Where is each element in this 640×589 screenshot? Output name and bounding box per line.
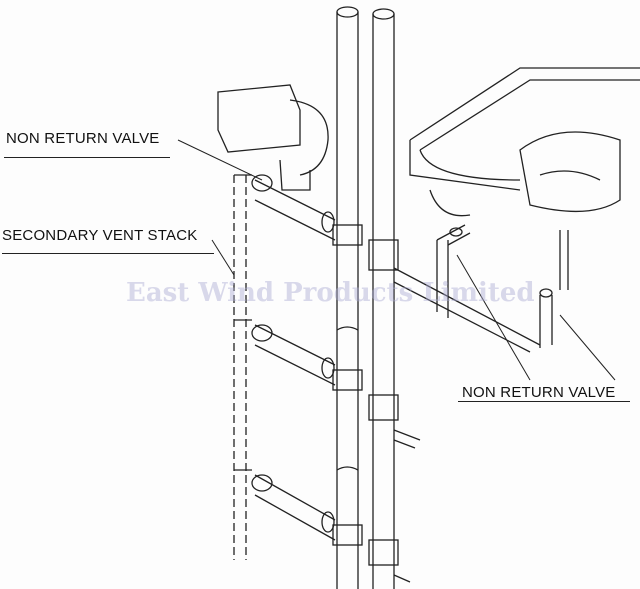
wc-branch-pipes bbox=[251, 174, 336, 541]
label-non-return-valve-top: NON RETURN VALVE bbox=[6, 130, 160, 147]
underline bbox=[458, 401, 630, 402]
watermark: East Wind Products Limited bbox=[126, 278, 535, 308]
underline bbox=[4, 157, 170, 158]
bath-and-basin bbox=[409, 67, 640, 290]
label-non-return-valve-bottom: NON RETURN VALVE bbox=[462, 384, 616, 401]
underline bbox=[2, 253, 214, 254]
leader-lines bbox=[177, 139, 616, 381]
wc-pan bbox=[217, 84, 329, 191]
fixture-branch-pipes bbox=[393, 224, 553, 583]
vent-connections bbox=[234, 174, 252, 471]
stack-fittings bbox=[332, 224, 399, 566]
main-stack-left bbox=[336, 6, 359, 589]
secondary-vent-stack bbox=[233, 175, 247, 560]
main-stack-right bbox=[372, 8, 395, 589]
label-secondary-vent-stack: SECONDARY VENT STACK bbox=[2, 227, 198, 244]
